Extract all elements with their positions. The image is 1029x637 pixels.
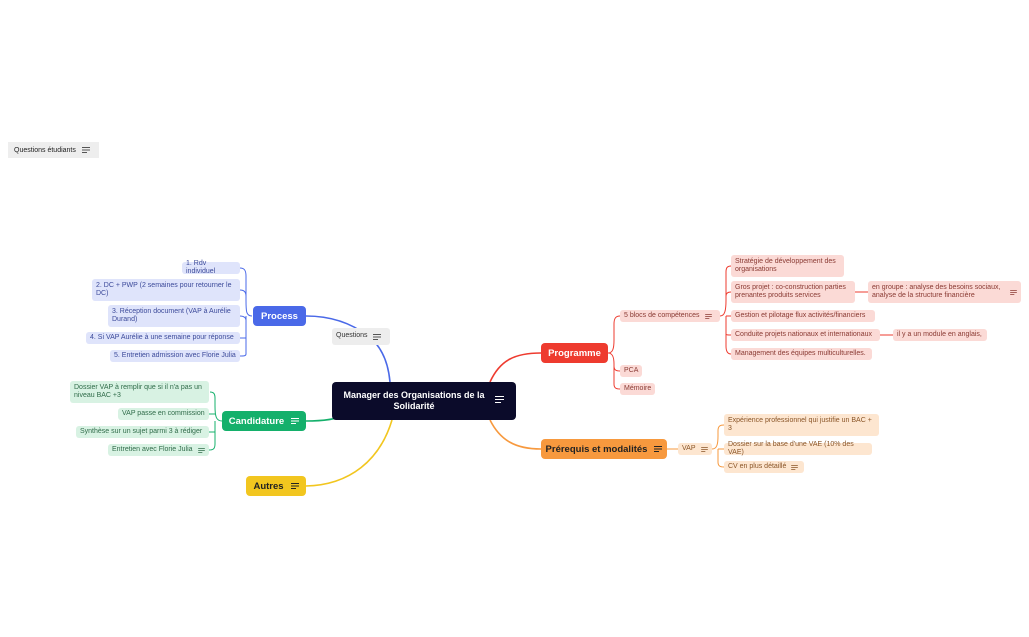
topic-candidature[interactable]: Candidature <box>222 411 306 431</box>
bloc-item-3[interactable]: Gestion et pilotage flux activités/finan… <box>731 310 875 322</box>
notes-icon[interactable] <box>291 418 300 424</box>
gros-projet-note-label: en groupe : analyse des besoins sociaux,… <box>872 283 1001 300</box>
conduite-note-label: il y a un module en anglais, <box>897 330 982 338</box>
bloc-item-1-label: Stratégie de développement des organisat… <box>735 257 836 274</box>
bloc-item-4[interactable]: Conduite projets nationaux et internatio… <box>731 329 880 341</box>
conduite-note[interactable]: il y a un module en anglais, <box>893 329 987 341</box>
notes-icon[interactable] <box>372 333 381 340</box>
candidature-item-2[interactable]: VAP passe en commission <box>118 408 209 420</box>
topic-programme[interactable]: Programme <box>541 343 608 363</box>
topic-autres[interactable]: Autres <box>246 476 306 496</box>
gros-projet-note[interactable]: en groupe : analyse des besoins sociaux,… <box>868 281 1021 303</box>
process-item-3-label: 3. Réception document (VAP à Aurélie Dur… <box>112 307 231 324</box>
edge-center-autres <box>305 419 393 487</box>
topic-prerequis[interactable]: Prérequis et modalités <box>541 439 667 459</box>
programme-pca-label: PCA <box>624 366 639 374</box>
prerequis-vap[interactable]: VAP <box>678 443 712 455</box>
vap-item-1[interactable]: Expérience professionnel qui justifie un… <box>724 414 879 436</box>
edges-process <box>239 267 253 357</box>
process-item-4-label: 4. Si VAP Aurélie à une semaine pour rép… <box>90 333 234 341</box>
notes-icon[interactable] <box>1010 289 1017 295</box>
topic-process[interactable]: Process <box>253 306 306 326</box>
vap-item-1-label: Expérience professionnel qui justifie un… <box>728 416 872 433</box>
programme-memoire-label: Mémoire <box>624 384 652 392</box>
edges-candidature <box>208 391 223 451</box>
notes-icon[interactable] <box>700 446 708 452</box>
bloc-item-2-label: Gros projet : co-construction parties pr… <box>735 283 846 300</box>
process-item-1[interactable]: 1. Rdv individuel <box>182 259 240 276</box>
notes-icon[interactable] <box>654 446 663 452</box>
candidature-item-3-label: Synthèse sur un sujet parmi 3 à rédiger <box>80 427 203 435</box>
edge-center-programme <box>489 352 542 383</box>
notes-icon[interactable] <box>197 447 205 453</box>
edges-prerequis <box>667 424 725 468</box>
candidature-item-2-label: VAP passe en commission <box>122 409 205 417</box>
bloc-item-1[interactable]: Stratégie de développement des organisat… <box>731 255 844 277</box>
notes-icon[interactable] <box>81 147 90 153</box>
candidature-item-3[interactable]: Synthèse sur un sujet parmi 3 à rédiger <box>76 426 209 438</box>
notes-icon[interactable] <box>704 313 712 319</box>
process-item-4[interactable]: 4. Si VAP Aurélie à une semaine pour rép… <box>86 332 240 344</box>
central-topic[interactable]: Manager des Organisations de la Solidari… <box>332 382 516 420</box>
vap-item-3[interactable]: CV en plus détaillé <box>724 461 804 473</box>
topic-candidature-label: Candidature <box>228 415 285 427</box>
vap-item-2-label: Dossier sur la base d'une VAE (10% des V… <box>728 440 854 457</box>
topic-autres-label: Autres <box>253 480 284 492</box>
bloc-item-3-label: Gestion et pilotage flux activités/finan… <box>735 311 866 319</box>
candidature-item-1[interactable]: Dossier VAP à remplir que si il n'a pas … <box>70 381 209 403</box>
topic-questions-label: Questions <box>336 332 368 340</box>
prerequis-vap-label: VAP <box>682 444 696 452</box>
floating-topic-questions-etudiants[interactable]: Questions étudiants <box>8 142 99 158</box>
programme-pca[interactable]: PCA <box>620 365 642 377</box>
candidature-item-1-label: Dossier VAP à remplir que si il n'a pas … <box>74 383 202 400</box>
topic-process-label: Process <box>261 310 298 322</box>
candidature-item-4-label: Entretien avec Florie Julia <box>112 445 193 453</box>
process-item-5-label: 5. Entretien admission avec Florie Julia <box>114 351 236 359</box>
process-item-2-label: 2. DC + PWP (2 semaines pour retourner l… <box>96 281 232 298</box>
vap-item-3-label: CV en plus détaillé <box>728 462 787 470</box>
programme-blocs-label: 5 blocs de compétences <box>624 311 700 319</box>
central-topic-label: Manager des Organisations de la Solidari… <box>343 390 485 411</box>
vap-item-2[interactable]: Dossier sur la base d'une VAE (10% des V… <box>724 440 872 457</box>
candidature-item-4[interactable]: Entretien avec Florie Julia <box>108 444 209 456</box>
programme-blocs[interactable]: 5 blocs de compétences <box>620 310 720 322</box>
bloc-item-5[interactable]: Management des équipes multiculturelles. <box>731 348 872 360</box>
notes-icon[interactable] <box>791 464 799 470</box>
process-item-5[interactable]: 5. Entretien admission avec Florie Julia <box>110 350 240 362</box>
topic-programme-label: Programme <box>548 347 601 359</box>
edges-programme <box>607 265 893 390</box>
edge-center-prerequis <box>489 419 542 450</box>
notes-icon[interactable] <box>495 396 504 403</box>
bloc-item-5-label: Management des équipes multiculturelles. <box>735 349 866 357</box>
topic-questions[interactable]: Questions <box>332 328 390 345</box>
process-item-2[interactable]: 2. DC + PWP (2 semaines pour retourner l… <box>92 279 240 301</box>
bloc-item-4-label: Conduite projets nationaux et internatio… <box>735 330 872 338</box>
process-item-1-label: 1. Rdv individuel <box>186 259 216 276</box>
topic-prerequis-label: Prérequis et modalités <box>545 443 648 455</box>
bloc-item-2[interactable]: Gros projet : co-construction parties pr… <box>731 281 855 303</box>
programme-memoire[interactable]: Mémoire <box>620 383 655 395</box>
notes-icon[interactable] <box>290 483 299 489</box>
floating-topic-label: Questions étudiants <box>14 146 76 154</box>
process-item-3[interactable]: 3. Réception document (VAP à Aurélie Dur… <box>108 305 240 327</box>
